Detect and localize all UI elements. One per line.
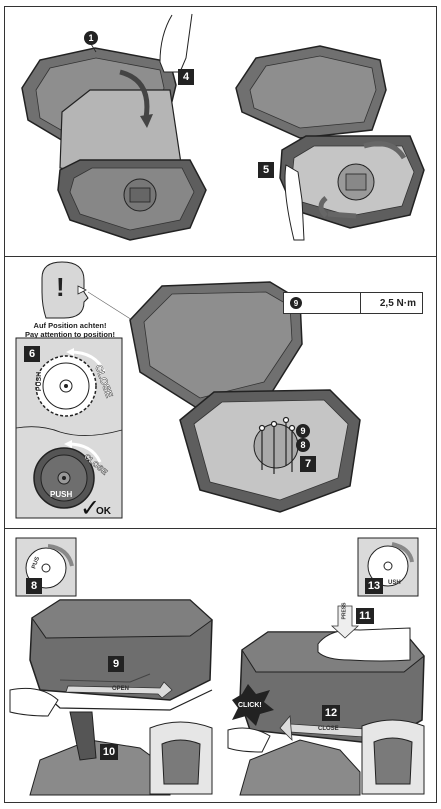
divider-bottom [4,528,437,529]
attention-mark: ! [56,272,65,302]
step-marker-9: 9 [108,656,124,672]
dial-push-label-bottom: PUSH [50,490,73,499]
step-marker-13: 13 [365,578,383,594]
dial-detail-panel [15,337,123,519]
closed-case-right-illustration [227,605,425,796]
ok-check-icon: ✓ [80,494,101,522]
attention-head-icon [41,261,291,421]
callout-8: 8 [296,438,310,452]
attention-text-de: Auf Position achten! [33,321,107,330]
step-marker-10: 10 [100,744,118,760]
step-marker-11: 11 [356,608,374,624]
torque-spec-box: 9 2,5 N·m [283,292,423,314]
torque-value: 2,5 N·m [379,297,416,309]
ok-label: OK [96,506,111,517]
callout-9: 9 [296,424,310,438]
step-marker-6: 6 [24,346,40,362]
step-marker-4: 4 [178,69,194,85]
attention-text-en: Pay attention to position! [25,330,115,339]
step-marker-1: 1 [84,31,98,45]
case-liner-installed-illustration [235,45,425,241]
dial-push-label-top: PUSH [36,371,44,392]
step-marker-12: 12 [322,705,340,721]
press-label: PRESS [341,602,348,620]
case-open-lid-illustration [21,13,207,241]
case-mounting-bolts-illustration [129,281,361,513]
step-marker-7: 7 [300,456,316,472]
spec-item-number: 9 [290,297,302,309]
step-marker-8: 8 [26,578,42,594]
page-frame [4,6,437,803]
step-marker-5: 5 [258,162,274,178]
click-label: CLICK! [238,702,262,709]
inset-push-label-right: USH [388,580,401,586]
closed-case-left-illustration [9,599,213,796]
open-label: OPEN [112,686,130,692]
close-label: CLOSE [318,726,339,732]
divider-top [4,256,437,257]
inset-dial-left [15,537,77,597]
